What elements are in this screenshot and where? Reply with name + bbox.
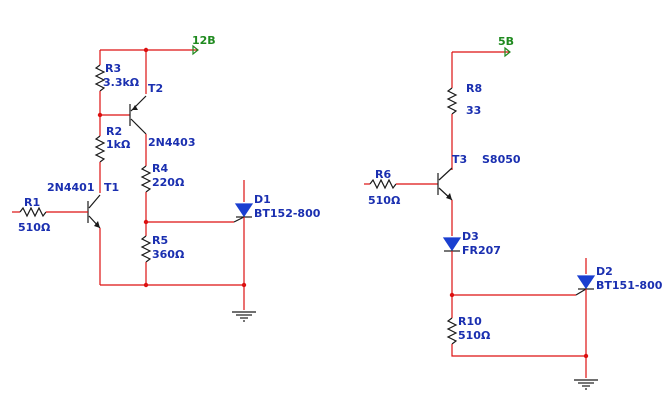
r2-value: 1kΩ [106,138,131,151]
resistor-r1 [19,206,47,218]
junction-dot [143,219,149,225]
r1-ref: R1 [24,196,40,209]
r1-value: 510Ω [18,221,51,234]
thyristor-d2 [575,275,596,296]
r5-ref: R5 [152,234,168,247]
r8-value: 33 [466,104,481,117]
transistor-t2 [129,95,147,135]
resistor-r5 [140,235,152,263]
wire-gnd-rail-right [451,344,586,357]
junction-dot [143,47,149,53]
resistor-r4 [140,165,152,193]
r10-ref: R10 [458,315,482,328]
d3-part: FR207 [462,244,501,257]
net-connector-5b [504,46,511,58]
d3-ref: D3 [462,230,479,243]
d2-ref: D2 [596,265,613,278]
r5-value: 360Ω [152,248,185,261]
r4-value: 220Ω [152,176,185,189]
d1-part: BT152-800 [254,207,321,220]
ground-icon [574,379,598,390]
resistor-r6 [369,178,397,190]
left-circuit: 12B R3 3.3kΩ T2 2N4403 R2 1kΩ 2N4401 [12,34,321,322]
t1-part: 2N4401 [47,181,94,194]
diode-d3 [442,237,462,252]
resistor-r3 [94,64,106,92]
resistor-r10 [446,317,458,345]
transistor-t1 [87,194,101,229]
junction-dot [97,112,103,118]
r3-ref: R3 [105,62,121,75]
net-connector-12b [192,44,199,56]
right-circuit: 5B R8 33 R6 510Ω T3 S8050 D3 FR207 [364,35,662,390]
t1-ref: T1 [104,181,119,194]
junction-dot [143,282,149,288]
r6-value: 510Ω [368,194,401,207]
r3-value: 3.3kΩ [103,76,140,89]
resistor-r2 [94,135,106,163]
t3-ref: T3 [452,153,467,166]
r8-ref: R8 [466,82,482,95]
junction-dot [449,292,455,298]
r4-ref: R4 [152,162,168,175]
ground-icon [232,311,256,322]
net-label-12b: 12B [192,34,216,47]
r2-ref: R2 [106,125,122,138]
transistor-t3 [437,167,453,201]
r6-ref: R6 [375,168,391,181]
t2-part: 2N4403 [148,136,195,149]
t2-ref: T2 [148,82,163,95]
t3-part: S8050 [482,153,521,166]
r10-value: 510Ω [458,329,491,342]
resistor-r8 [446,87,458,115]
d1-ref: D1 [254,193,271,206]
thyristor-d1 [233,203,254,223]
net-label-5b: 5B [498,35,514,48]
d2-part: BT151-800 [596,279,662,292]
